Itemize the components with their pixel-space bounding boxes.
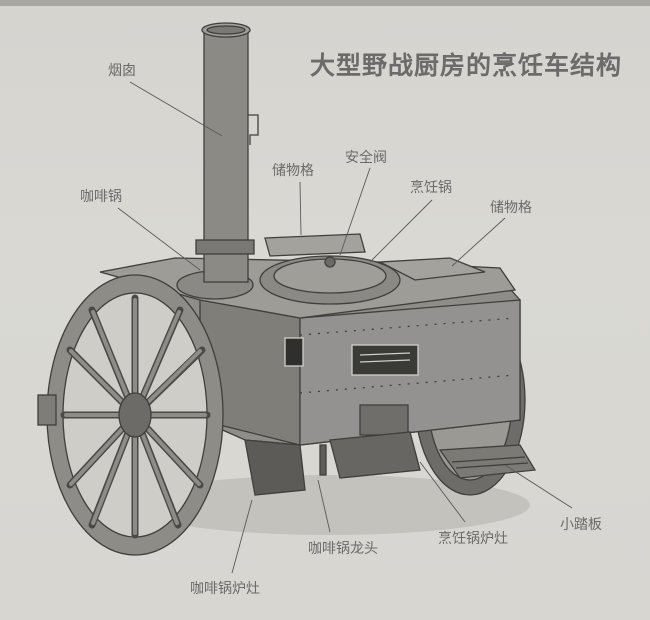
label-small-footboard: 小踏板	[560, 517, 602, 533]
small-plate	[284, 337, 304, 367]
label-chimney: 烟囱	[108, 63, 136, 79]
label-cooking-pot-stove: 烹饪锅炉灶	[438, 531, 508, 547]
step-left	[329, 431, 421, 479]
storage-left-lid	[264, 233, 366, 257]
front-wheel	[37, 274, 224, 556]
label-cooking-pot: 烹饪锅	[410, 180, 452, 196]
chimney	[195, 22, 259, 283]
label-storage-right: 储物格	[490, 200, 532, 216]
cooking-stove-door	[359, 404, 409, 436]
label-coffee-pot-stove: 咖啡锅炉灶	[190, 581, 260, 597]
storage-right-lid	[377, 257, 486, 281]
coffee-tap	[319, 444, 327, 476]
diagram-title: 大型野战厨房的烹饪车结构	[310, 51, 623, 80]
leader-lines	[117, 81, 573, 574]
label-safety-valve: 安全阀	[345, 150, 387, 166]
label-coffee-pot: 咖啡锅	[80, 189, 122, 205]
axle-end	[37, 394, 57, 426]
label-storage-left: 储物格	[272, 163, 314, 179]
label-coffee-pot-tap: 咖啡锅龙头	[308, 541, 378, 557]
coffee-stove	[244, 439, 306, 496]
wheel-hub	[118, 392, 152, 438]
safety-valve	[324, 256, 336, 268]
small-footboard	[438, 444, 537, 479]
photo-top-edge	[0, 0, 650, 8]
